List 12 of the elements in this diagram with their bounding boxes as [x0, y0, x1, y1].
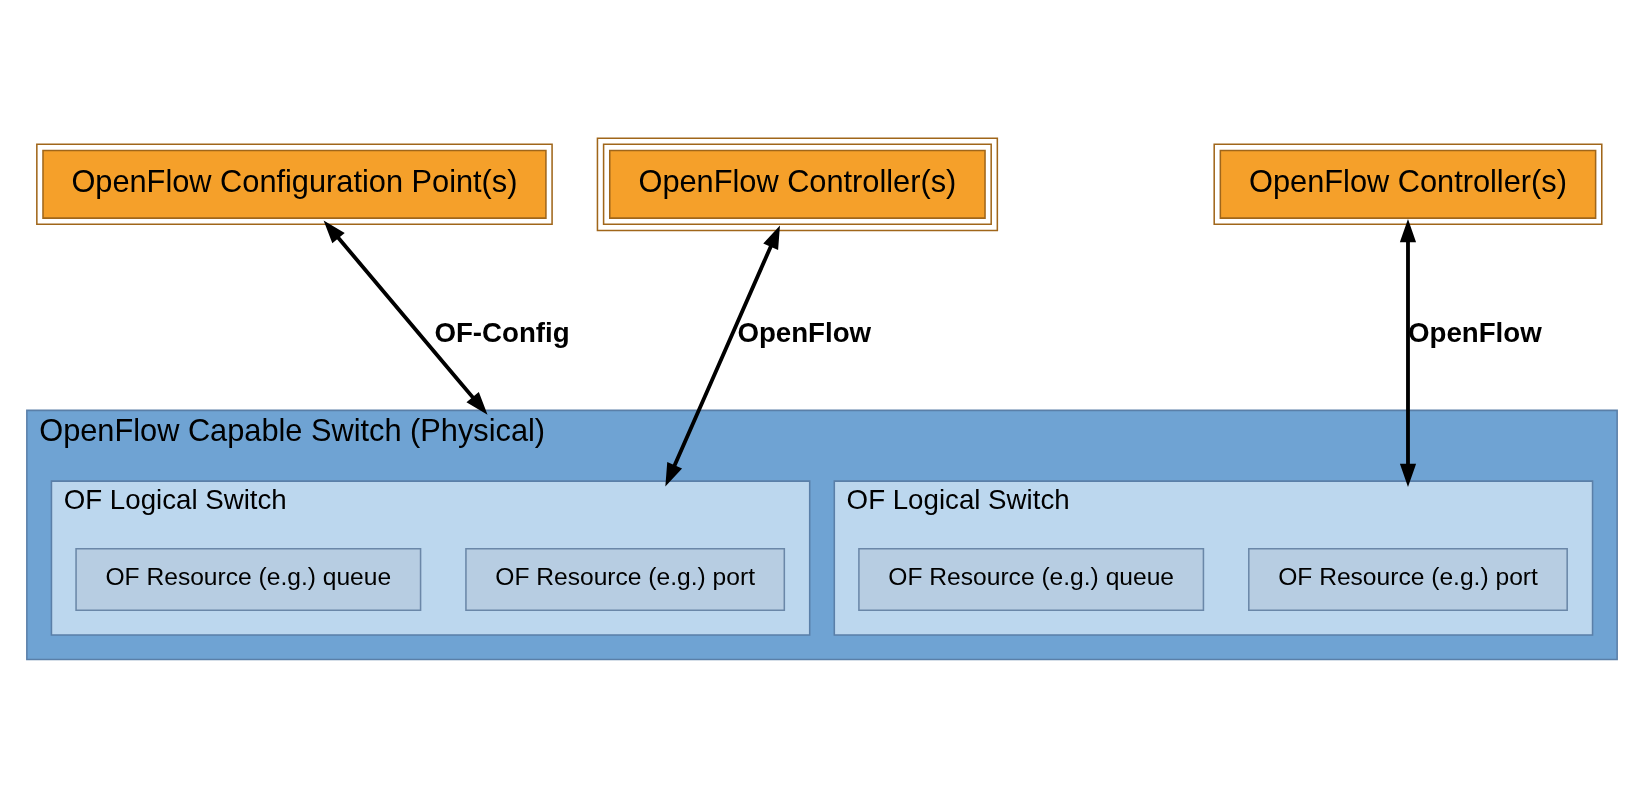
node-box: OF Resource (e.g.) port [1248, 547, 1568, 611]
arrow [1399, 218, 1417, 487]
edge-label: OF-Config [434, 316, 570, 348]
node-box: OF Resource (e.g.) queue [858, 547, 1205, 611]
edge-label: OpenFlow [737, 316, 872, 348]
node-box: OpenFlow Controller(s) [596, 136, 999, 231]
node-box: OF Resource (e.g.) queue [75, 547, 422, 611]
arrow [665, 225, 780, 486]
arrow [323, 219, 488, 415]
node-box: OpenFlow Configuration Point(s) [36, 143, 553, 225]
node-box: OF Resource (e.g.) port [465, 547, 786, 611]
node-box: OpenFlow Controller(s) [1213, 143, 1603, 225]
